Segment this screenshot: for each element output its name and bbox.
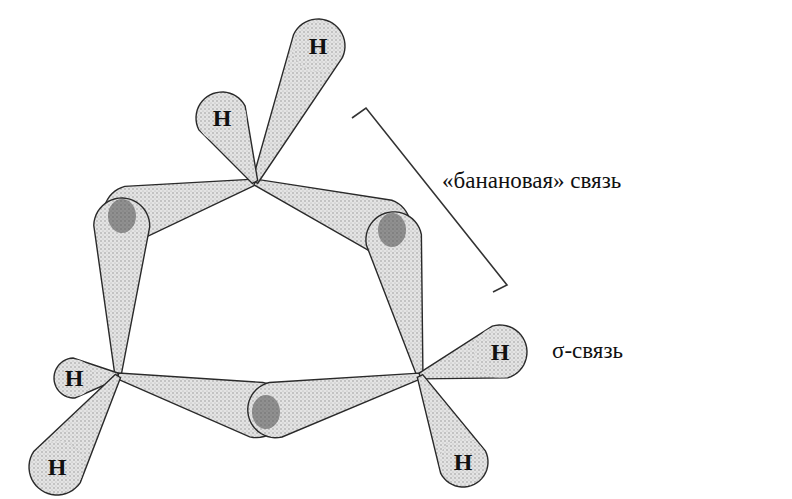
ring-orbital-lobe <box>366 212 423 377</box>
orbital-overlaps <box>108 199 406 429</box>
hydrogen-lobe: H <box>291 19 345 73</box>
atom-symbol: H <box>473 325 527 379</box>
atom-symbol: H <box>54 358 94 398</box>
hydrogen-lobe: H <box>473 325 527 379</box>
ch-orbital-lobe <box>419 325 527 379</box>
bond-label: «банановая» связь <box>440 168 623 193</box>
ring-orbital-lobe <box>254 179 411 254</box>
ch-orbital-lobe <box>252 19 345 183</box>
atom-symbol: H <box>29 439 85 495</box>
atom-symbol: H <box>438 437 488 487</box>
orbital-overlap <box>252 395 280 429</box>
ch-orbital-lobe <box>196 92 258 183</box>
hydrogen-lobe: H <box>29 439 85 495</box>
orbital-lobes <box>29 19 527 495</box>
ch-orbital-lobe <box>417 375 488 487</box>
atom-symbol: H <box>196 92 248 144</box>
bracket <box>352 108 507 292</box>
hydrogen-lobe: H <box>438 437 488 487</box>
ring-orbital-lobe <box>248 373 421 438</box>
atom-symbol: H <box>291 19 345 73</box>
ring-orbital-lobe <box>94 198 150 376</box>
sigma-label: σ-связь <box>550 338 625 363</box>
orbital-overlap <box>378 213 406 247</box>
orbital-overlap <box>108 199 136 233</box>
hydrogen-lobe: H <box>196 92 248 144</box>
hydrogen-lobe: H <box>54 358 94 398</box>
